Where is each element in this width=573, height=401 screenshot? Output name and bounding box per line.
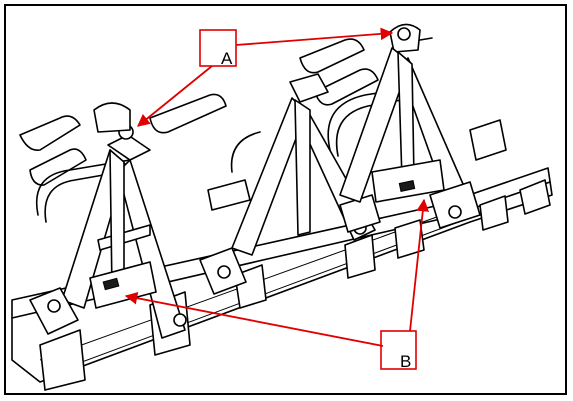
callout-b-label: B <box>400 352 411 371</box>
rear-rollers <box>19 38 413 223</box>
callout-a-label: A <box>221 49 233 68</box>
callout-b-arrow-right <box>409 198 430 332</box>
right-support-tower <box>339 23 507 229</box>
callout-b-arrow-left <box>124 291 384 347</box>
callout-a-arrow-right <box>235 27 394 46</box>
callout-a-box <box>199 29 237 67</box>
callout-b: B <box>124 198 430 371</box>
callout-a: A <box>137 27 394 127</box>
left-support-tower <box>29 102 187 339</box>
callout-a-arrow-left <box>137 65 213 127</box>
middle-support-tower <box>199 73 381 295</box>
callout-b-box <box>380 330 417 370</box>
